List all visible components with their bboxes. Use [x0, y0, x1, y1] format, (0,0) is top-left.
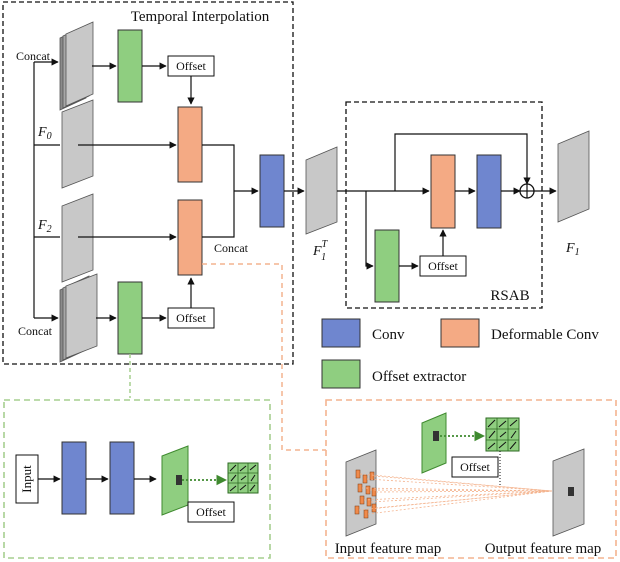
- legend-label-deformable: Deformable Conv: [491, 327, 599, 343]
- f0-label: F0: [37, 125, 52, 142]
- input-feature-map-label: Input feature map: [335, 541, 442, 557]
- feature-f1: [557, 130, 590, 223]
- feature-f2: [61, 193, 94, 283]
- legend-swatch-conv: [321, 318, 361, 348]
- offset-label-bottom: Offset: [176, 311, 206, 325]
- deformable-conv-rsab: [430, 154, 456, 229]
- orange-connector: [202, 263, 326, 451]
- offset-grid-icon-left: [227, 462, 259, 494]
- offset-extractor-detail-box: [3, 399, 271, 559]
- legend: Conv Deformable Conv Offset extractor: [321, 318, 599, 389]
- concat-label-top: Concat: [16, 49, 51, 63]
- offset-label-rsab: Offset: [428, 259, 458, 273]
- rsab-box: [345, 101, 543, 309]
- legend-swatch-offset: [321, 359, 361, 389]
- concat-label-mid: Concat: [214, 241, 249, 255]
- feature-f1t: [305, 146, 338, 235]
- feature-stack-top: [59, 21, 94, 111]
- input-label: Input: [19, 465, 34, 493]
- legend-swatch-deformable: [440, 318, 480, 348]
- offset-grid-icon-right: [485, 417, 520, 452]
- offset-box-detail-right: [451, 456, 499, 478]
- rsab-label: RSAB: [490, 288, 529, 304]
- feature-stack-bottom: [59, 273, 98, 363]
- deformable-conv-top: [177, 106, 203, 183]
- feature-f0: [61, 99, 94, 189]
- conv-rsab: [476, 154, 502, 229]
- legend-label-offset: Offset extractor: [372, 369, 466, 385]
- f1-label: F1: [565, 241, 580, 258]
- legend-label-conv: Conv: [372, 327, 405, 343]
- sampling-rays: [358, 473, 553, 515]
- offset-extractor-rsab: [374, 229, 400, 303]
- offset-label-top: Offset: [176, 59, 206, 73]
- f2-label: F2: [37, 218, 52, 235]
- offset-label-detail-right: Offset: [460, 460, 490, 474]
- detail-right-offset-feature: [421, 412, 447, 474]
- detail-conv-1: [61, 441, 87, 515]
- temporal-interpolation-box: [2, 1, 294, 365]
- temporal-interpolation-title: Temporal Interpolation: [131, 9, 270, 25]
- offset-label-detail-left: Offset: [196, 505, 226, 519]
- detail-conv-2: [109, 441, 135, 515]
- deformable-conv-detail-box: [325, 399, 617, 559]
- offset-box-detail-left: [187, 501, 235, 523]
- input-feature-map: [345, 449, 377, 537]
- detail-offset-feature: [161, 445, 189, 516]
- conv-temporal: [259, 154, 285, 228]
- sum-node-icon: [519, 183, 535, 199]
- output-feature-map-label: Output feature map: [485, 541, 602, 557]
- deformable-conv-bottom: [177, 199, 203, 276]
- offset-extractor-bottom: [117, 281, 143, 355]
- offset-extractor-top: [117, 29, 143, 103]
- concat-label-bottom: Concat: [18, 324, 53, 338]
